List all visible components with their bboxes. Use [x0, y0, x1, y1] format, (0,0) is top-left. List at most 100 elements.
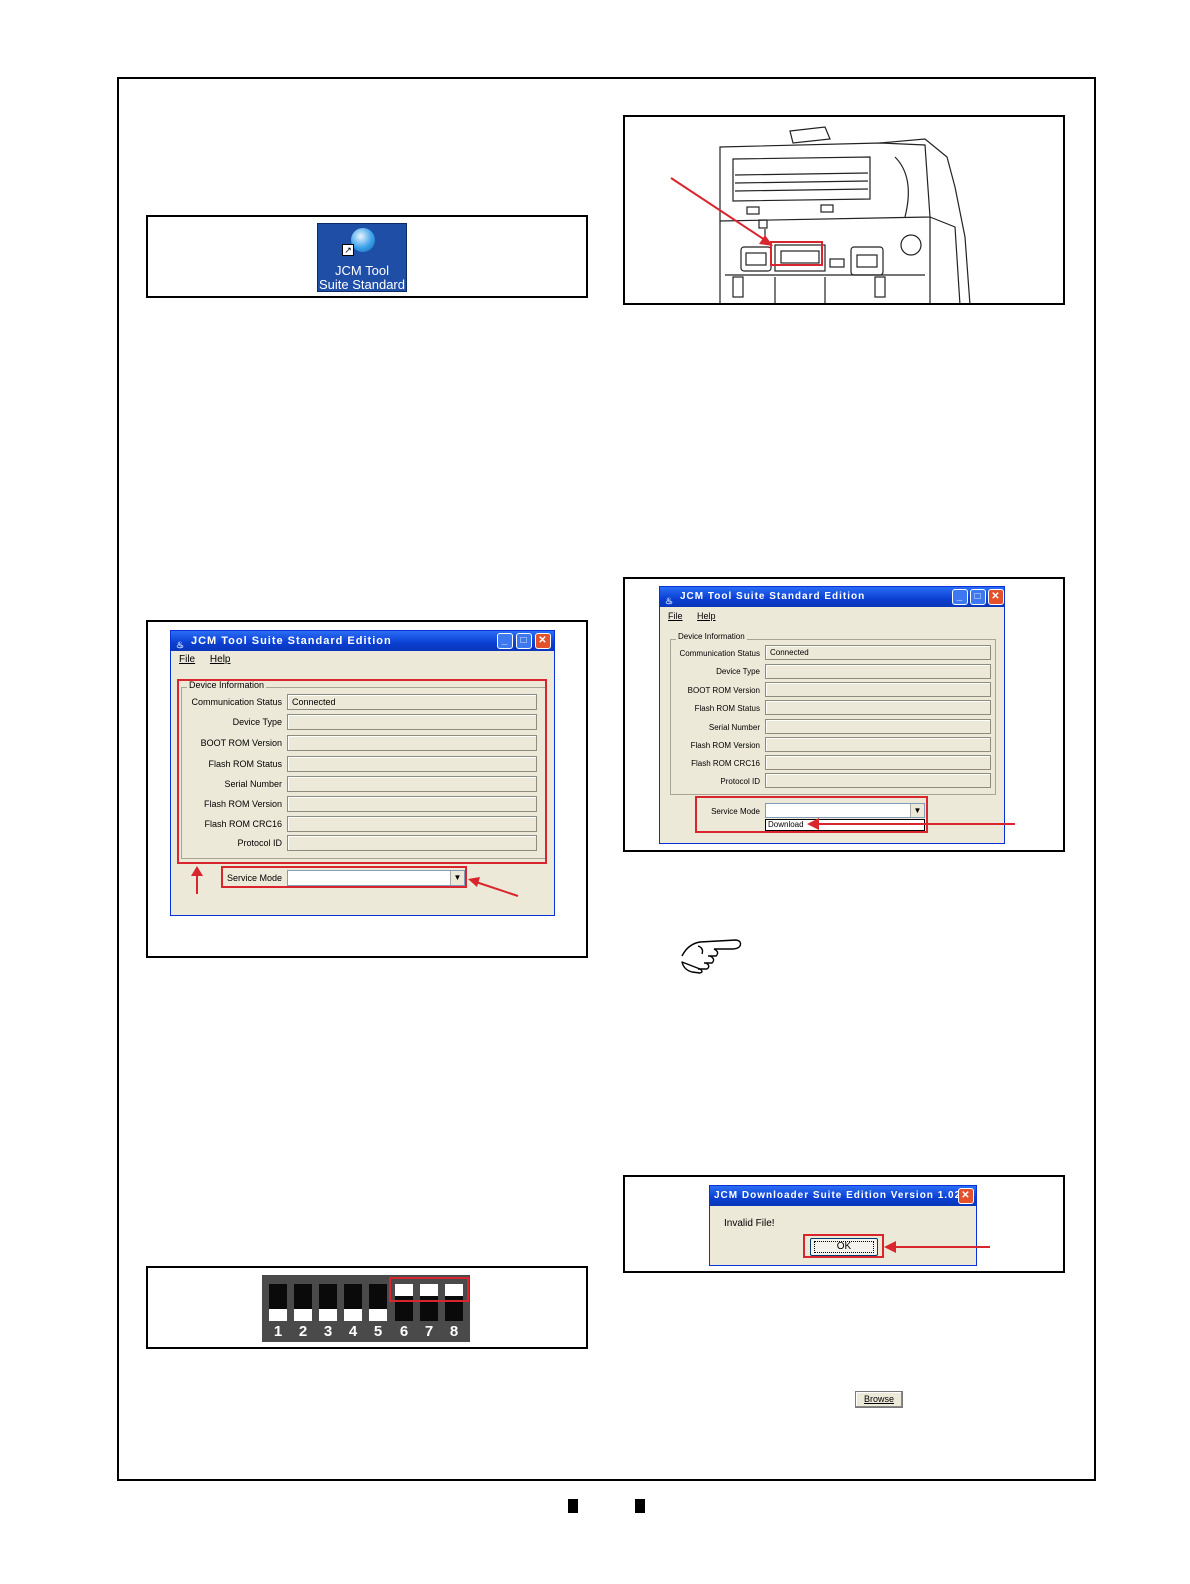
field-boot-rom-version [287, 735, 537, 751]
dip-number-3: 3 [323, 1323, 333, 1340]
dip-number-5: 5 [373, 1323, 383, 1340]
label-flash-rom-crc16: Flash ROM CRC16 [204, 819, 282, 829]
dip-switch: 1 2 3 4 5 6 7 8 [262, 1275, 470, 1342]
chevron-down-icon-2[interactable]: ▼ [910, 804, 924, 817]
shortcut-label-line2: Suite Standard [318, 277, 405, 292]
dip-switch-7[interactable] [420, 1284, 438, 1321]
label-boot-rom-version-2: BOOT ROM Version [687, 686, 760, 695]
app-icon-2: ♨ [665, 596, 675, 606]
dip-number-7: 7 [424, 1323, 434, 1340]
dip-number-2: 2 [298, 1323, 308, 1340]
label-protocol-id: Protocol ID [237, 838, 282, 848]
label-communication-status-2: Communication Status [679, 649, 760, 658]
dialog-message: Invalid File! [724, 1218, 775, 1229]
tool-window-2: ♨ JCM Tool Suite Standard Edition _ □ ✕ … [659, 586, 1005, 844]
dip-number-1: 1 [273, 1323, 283, 1340]
label-flash-rom-version: Flash ROM Version [203, 799, 282, 809]
device-fields-2: Communication Status Connected Device Ty… [659, 586, 1005, 844]
dip-switch-highlight [389, 1277, 469, 1302]
dip-switch-5[interactable] [369, 1284, 387, 1321]
label-protocol-id-2: Protocol ID [720, 777, 760, 786]
field-flash-rom-version [287, 796, 537, 812]
shortcut-arrow-icon: ↗ [342, 244, 354, 256]
label-serial-number: Serial Number [224, 779, 282, 789]
device-information-label-2: Device Information [676, 632, 747, 641]
label-service-mode: Service Mode [226, 873, 282, 883]
service-mode-dropdown-2[interactable]: ▼ [765, 803, 925, 818]
label-device-type: Device Type [232, 717, 282, 727]
field-protocol-id-2 [765, 773, 991, 788]
browse-button[interactable]: Browse [855, 1391, 903, 1408]
service-mode-download-highlight [695, 796, 928, 833]
close-button[interactable]: ✕ [535, 633, 551, 649]
connector-highlight [770, 241, 823, 266]
maximize-button-2[interactable]: □ [970, 589, 986, 605]
dip-switch-8[interactable] [445, 1284, 463, 1321]
device-information-group-2 [670, 639, 996, 795]
connector-arrow-icon [670, 177, 773, 246]
label-flash-rom-version-2: Flash ROM Version [690, 741, 760, 750]
up-arrow-icon [191, 866, 203, 894]
dip-switch-2[interactable] [294, 1284, 312, 1321]
page-frame [117, 77, 1096, 1481]
dip-switch-1[interactable] [269, 1284, 287, 1321]
close-button-2[interactable]: ✕ [988, 589, 1004, 605]
label-serial-number-2: Serial Number [708, 723, 760, 732]
dip-switch-6[interactable] [395, 1284, 413, 1321]
device-info-highlight [177, 679, 547, 864]
dip-number-6: 6 [399, 1323, 409, 1340]
minimize-button-2[interactable]: _ [952, 589, 968, 605]
field-flash-rom-status-2 [765, 700, 991, 715]
field-device-type [287, 714, 537, 730]
field-boot-rom-version-2 [765, 682, 991, 697]
field-protocol-id [287, 835, 537, 851]
tool-window-1: ♨ JCM Tool Suite Standard Edition _ □ ✕ … [170, 630, 555, 916]
dialog-close-button[interactable]: ✕ [958, 1188, 974, 1204]
download-arrow-icon [807, 818, 1015, 830]
bill-validator-drawing [719, 126, 971, 303]
label-communication-status: Communication Status [191, 697, 282, 707]
service-mode-dropdown[interactable]: ▼ [287, 870, 465, 886]
ok-button[interactable]: OK [810, 1238, 878, 1256]
footer-mark-left [568, 1499, 578, 1513]
field-device-type-2 [765, 664, 991, 679]
field-flash-rom-crc16-2 [765, 755, 991, 770]
figure-unit-photo [623, 115, 1065, 305]
ok-arrow-icon [884, 1241, 990, 1253]
pointing-hand-icon [681, 939, 742, 974]
dip-switch-4[interactable] [344, 1284, 362, 1321]
label-flash-rom-status-2: Flash ROM Status [694, 704, 760, 713]
tool-window-2-titlebar: ♨ JCM Tool Suite Standard Edition _ □ ✕ [660, 587, 1004, 607]
left-arrow-icon [468, 877, 519, 897]
device-fields-1: Communication Status Connected Device Ty… [170, 630, 555, 916]
label-device-type-2: Device Type [716, 667, 760, 676]
menu-help[interactable]: Help [209, 654, 231, 665]
field-communication-status-2: Connected [765, 645, 991, 660]
jcm-tool-shortcut-icon[interactable]: ↗ JCM Tool Suite Standard [317, 223, 407, 292]
ok-button-highlight [803, 1234, 884, 1258]
device-information-label: Device Information [187, 680, 267, 690]
service-mode-highlight [221, 866, 467, 888]
app-icon: ♨ [176, 640, 186, 650]
tool-window-1-titlebar: ♨ JCM Tool Suite Standard Edition _ □ ✕ [171, 631, 554, 651]
menu-help-2[interactable]: Help [697, 611, 716, 621]
chevron-down-icon[interactable]: ▼ [450, 871, 464, 885]
minimize-button[interactable]: _ [497, 633, 513, 649]
field-flash-rom-crc16 [287, 816, 537, 832]
menu-file-2[interactable]: File [668, 611, 683, 621]
label-service-mode-2: Service Mode [711, 807, 760, 816]
menubar-2: File Help [660, 607, 1004, 625]
menu-file[interactable]: File [179, 654, 196, 665]
footer-mark-right [635, 1499, 645, 1513]
menubar: File Help [171, 651, 554, 669]
field-flash-rom-status [287, 756, 537, 772]
globe-icon [351, 228, 375, 252]
maximize-button[interactable]: □ [516, 633, 532, 649]
label-flash-rom-status: Flash ROM Status [208, 759, 282, 769]
field-serial-number [287, 776, 537, 792]
label-boot-rom-version: BOOT ROM Version [200, 738, 282, 748]
dip-switch-3[interactable] [319, 1284, 337, 1321]
shortcut-label-line1: JCM Tool [335, 263, 389, 278]
dip-number-4: 4 [348, 1323, 358, 1340]
downloader-dialog: JCM Downloader Suite Edition Version 1.0… [709, 1185, 977, 1266]
